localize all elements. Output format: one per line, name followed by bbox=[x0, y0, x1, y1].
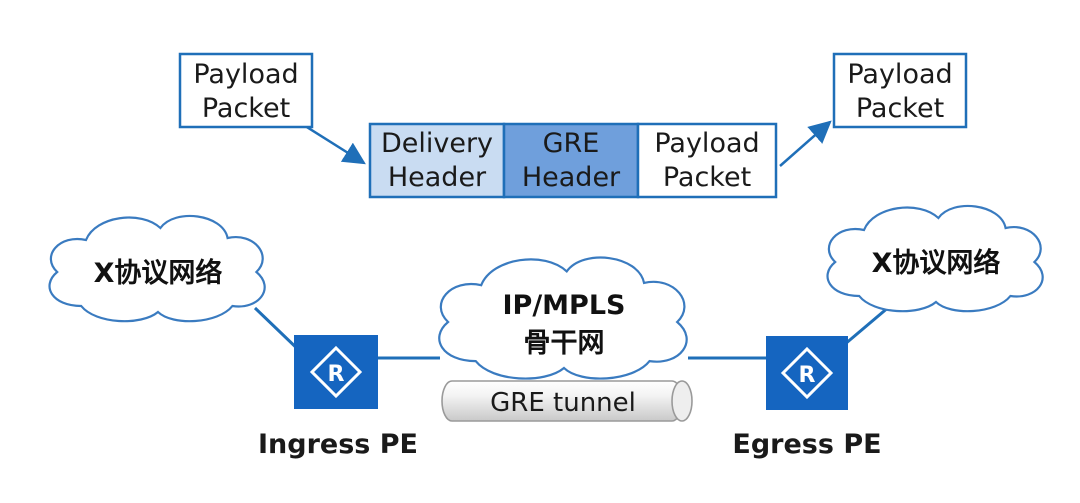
gre-tunnel-label: GRE tunnel bbox=[490, 388, 636, 418]
egress-router-icon: R bbox=[766, 336, 848, 410]
right-cloud-label: X协议网络 bbox=[872, 247, 1001, 279]
ingress-pe-label: Ingress PE bbox=[258, 429, 418, 460]
payload-packet-segment: Payload Packet bbox=[636, 122, 778, 199]
delivery-header-line2: Header bbox=[388, 162, 487, 193]
top-left-payload-line2: Packet bbox=[202, 93, 290, 124]
top-right-payload-box: Payload Packet bbox=[832, 52, 968, 129]
backbone-cloud: IP/MPLS 骨干网 bbox=[439, 258, 686, 379]
gre-header-line2: Header bbox=[522, 162, 621, 193]
ingress-pe: R Ingress PE bbox=[258, 335, 418, 460]
left-cloud-label: X协议网络 bbox=[94, 257, 223, 289]
arrow-payload-to-encapsulation bbox=[301, 122, 366, 165]
gre-tunnel: GRE tunnel bbox=[441, 380, 693, 422]
backbone-cloud-line2: 骨干网 bbox=[524, 328, 605, 359]
right-cloud-shape bbox=[828, 206, 1043, 311]
encapsulated-packet: Delivery Header GRE Header Payload Packe… bbox=[368, 122, 778, 199]
gre-header-segment: GRE Header bbox=[502, 122, 640, 199]
top-left-payload-line1: Payload bbox=[193, 59, 298, 90]
backbone-cloud-shape bbox=[439, 258, 686, 379]
egress-pe: R Egress PE bbox=[732, 336, 882, 460]
delivery-header-line1: Delivery bbox=[381, 128, 493, 159]
left-cloud: X协议网络 bbox=[50, 216, 265, 321]
arrow-encapsulation-to-payload bbox=[779, 120, 832, 167]
top-left-payload-box: Payload Packet bbox=[178, 52, 314, 129]
top-right-payload-line2: Packet bbox=[856, 93, 944, 124]
ingress-router-glyph: R bbox=[328, 362, 345, 387]
ingress-router-icon: R bbox=[294, 335, 378, 409]
egress-pe-label: Egress PE bbox=[732, 429, 881, 460]
left-cloud-shape bbox=[50, 216, 265, 321]
gre-header-line1: GRE bbox=[543, 128, 600, 159]
backbone-cloud-line1: IP/MPLS bbox=[502, 290, 625, 321]
egress-router-glyph: R bbox=[799, 363, 816, 388]
delivery-header-segment: Delivery Header bbox=[368, 122, 506, 199]
right-cloud: X协议网络 bbox=[828, 206, 1043, 311]
payload-packet-line2: Packet bbox=[663, 162, 751, 193]
top-right-payload-line1: Payload bbox=[847, 59, 952, 90]
payload-packet-line1: Payload bbox=[654, 128, 759, 159]
